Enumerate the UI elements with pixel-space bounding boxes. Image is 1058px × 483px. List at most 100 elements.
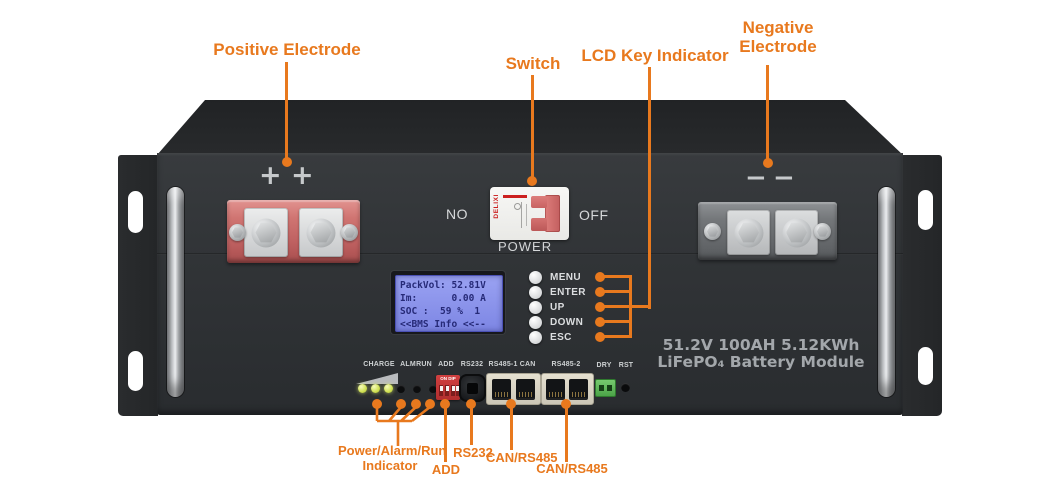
power-led-off [397, 385, 405, 393]
breaker-print [526, 204, 527, 226]
callout-line [600, 290, 632, 293]
dip-on-label: ON DIP [440, 376, 456, 381]
esc-button[interactable] [529, 331, 542, 344]
left-mounting-ear [118, 155, 158, 416]
rj45-port [546, 379, 565, 400]
callout-dot [466, 399, 476, 409]
rs485-1-can-label: RS485-1 CAN [488, 361, 536, 368]
breaker-red-bar [503, 195, 527, 198]
mounting-slot [918, 347, 933, 385]
dip-slot [445, 385, 449, 396]
negative-mark: − [773, 163, 795, 193]
menu-label: MENU [550, 272, 582, 283]
run-led-off [429, 385, 437, 393]
callout-dot [425, 399, 435, 409]
left-handle[interactable] [167, 187, 184, 397]
dry-contact-terminal [595, 379, 616, 397]
dip-slot [451, 385, 455, 396]
model-specs: 51.2V 100AH 5.12KWh [662, 336, 860, 354]
terminal-bolt [782, 218, 811, 247]
run-label: RUN [416, 361, 432, 368]
callout-line [648, 67, 651, 309]
mounting-slot [128, 351, 143, 391]
right-handle[interactable] [878, 187, 895, 397]
rj45-port [569, 379, 588, 400]
chassis-top-face [157, 100, 903, 155]
positive-electrode-callout: Positive Electrode [213, 40, 361, 59]
add-dip-switch[interactable]: ON DIP [436, 375, 460, 400]
rj45-pins [495, 392, 508, 397]
callout-dot [561, 399, 571, 409]
dip-lever [439, 385, 443, 391]
lcd-line-bmsinfo: <<BMS Info <<-- [400, 319, 486, 330]
model-text: 51.2V 100AH 5.12KWh LiFePO₄ Battery Modu… [656, 337, 866, 371]
rj45-port [492, 379, 511, 400]
lcd-display: PackVol: 52.81V Im: 0.00 A SOC : 59 % 1 … [395, 275, 503, 332]
callout-line [766, 65, 769, 159]
terminal-bolt [734, 218, 763, 247]
rj45-pins [519, 392, 532, 397]
callout-line [565, 407, 568, 462]
up-button[interactable] [529, 301, 542, 314]
dry-hole [599, 385, 604, 391]
dry-hole [607, 385, 612, 391]
positive-mark: + [259, 160, 282, 191]
callout-line [600, 320, 632, 323]
down-button[interactable] [529, 316, 542, 329]
charge-led [358, 384, 367, 393]
callout-line [510, 407, 513, 450]
up-label: UP [550, 302, 565, 313]
switch-callout: Switch [505, 54, 561, 73]
rs232-label: RS232 [460, 361, 484, 368]
mounting-slot [918, 190, 933, 230]
enter-button[interactable] [529, 286, 542, 299]
callout-line [531, 75, 534, 177]
dip-slot [456, 385, 459, 396]
add-label: ADD [438, 361, 454, 368]
panel-seam [157, 253, 903, 255]
callout-line [600, 305, 651, 308]
down-label: DOWN [550, 317, 584, 328]
callout-line [444, 407, 447, 462]
alarm-led-off [413, 385, 421, 393]
breaker-handle [545, 195, 560, 232]
callout-dot [440, 399, 450, 409]
callout-line [285, 62, 288, 158]
callout-dot [396, 399, 406, 409]
dry-label: DRY [596, 362, 612, 369]
lcd-line-current: Im: 0.00 A [400, 293, 486, 304]
terminal-pad [299, 208, 343, 257]
esc-label: ESC [550, 332, 572, 343]
terminal-pad [244, 208, 288, 257]
rj45-pins [549, 392, 562, 397]
right-mounting-ear [902, 155, 942, 416]
switch-off-label: OFF [579, 207, 609, 223]
terminal-bolt [251, 218, 281, 247]
dip-lever [456, 385, 459, 391]
callout-dot [411, 399, 421, 409]
enter-label: ENTER [550, 287, 586, 298]
charge-led [371, 384, 380, 393]
lcd-line-soc: SOC : 59 % 1 [400, 306, 481, 317]
breaker-handle-tab [531, 196, 547, 208]
side-bolt [814, 223, 831, 240]
side-bolt [229, 224, 246, 241]
mounting-slot [128, 191, 143, 233]
rst-button[interactable] [621, 383, 630, 392]
negative-electrode-callout: Negative Electrode [739, 18, 817, 56]
terminal-pad [727, 210, 770, 255]
add-callout: ADD [431, 462, 461, 477]
alm-label: ALM [400, 361, 416, 368]
callout-dot [527, 176, 537, 186]
charge-led [384, 384, 393, 393]
can-rs485-callout: CAN/RS485 [486, 450, 558, 465]
menu-button[interactable] [529, 271, 542, 284]
power-breaker-switch[interactable]: DELIXI [490, 187, 569, 240]
charge-label: CHARGE [363, 361, 395, 368]
dip-lever [451, 385, 455, 391]
side-bolt [704, 223, 721, 240]
rs232-connector [459, 374, 486, 402]
negative-mark: − [745, 163, 767, 193]
dip-lever [445, 385, 449, 391]
